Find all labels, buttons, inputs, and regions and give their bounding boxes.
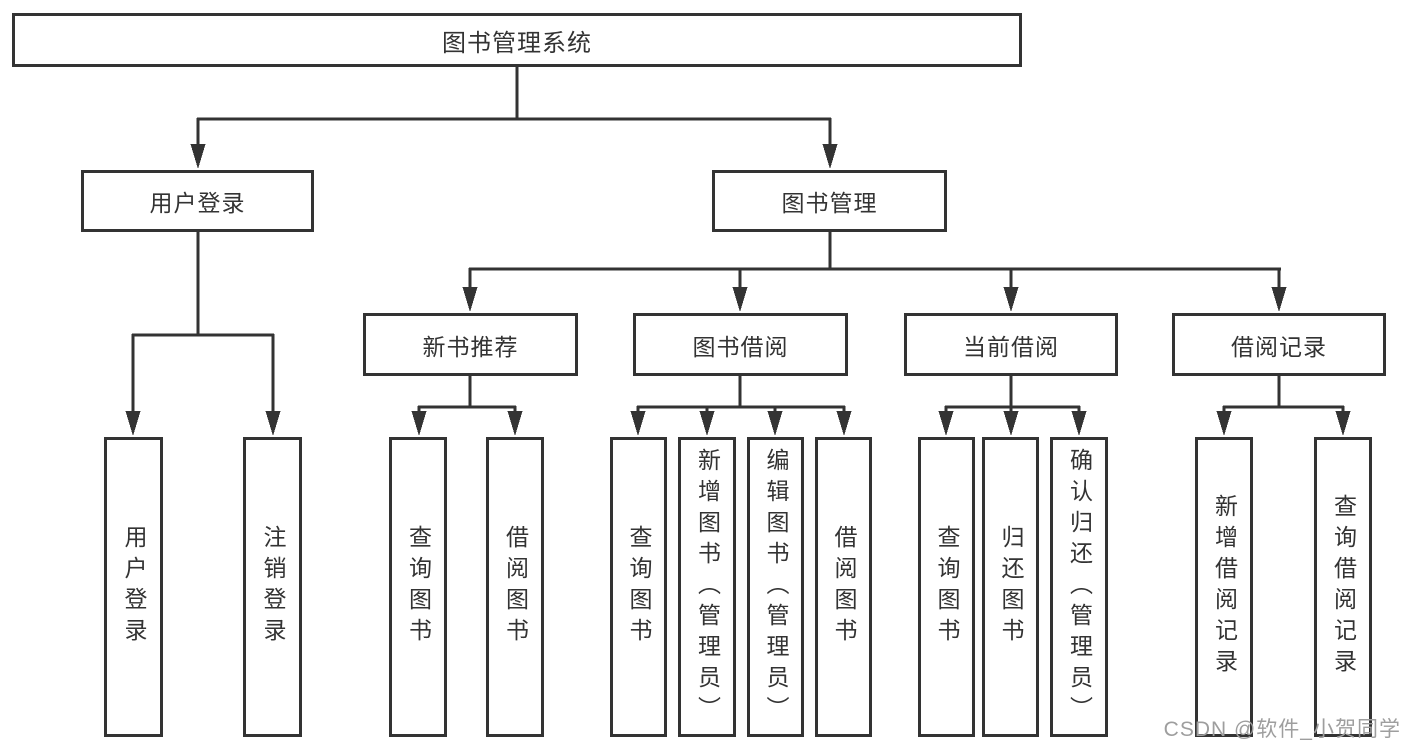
node-leaf-cb-confirm-return-admin: 确认归还（管理员） [1050,437,1108,737]
node-leaf-bb-add-books-admin: 新增图书（管理员） [678,437,736,737]
connector-borrow-records-to-leaves [1216,376,1351,436]
connector-new-book-recommend-to-leaves [411,376,523,436]
node-borrow-records: 借阅记录 [1172,313,1386,376]
node-leaf-bb-edit-books-admin: 编辑图书（管理员） [747,437,804,737]
connector-book-borrow-to-leaves [630,376,852,436]
node-current-borrow: 当前借阅 [904,313,1118,376]
node-root: 图书管理系统 [12,13,1022,67]
node-user-login: 用户登录 [81,170,314,232]
node-leaf-logout: 注销登录 [243,437,302,737]
connector-user-login-to-leaves [125,232,281,436]
node-leaf-cb-query-books: 查询图书 [918,437,975,737]
node-leaf-bb-query-books: 查询图书 [610,437,667,737]
node-leaf-bb-borrow-books: 借阅图书 [815,437,872,737]
node-leaf-br-add-record: 新增借阅记录 [1195,437,1253,737]
connector-current-borrow-to-leaves [938,376,1087,436]
node-book-management: 图书管理 [712,170,947,232]
node-leaf-nbr-borrow-books: 借阅图书 [486,437,544,737]
connector-book-management-to-level3 [462,232,1287,312]
watermark-text: CSDN @软件_小贺同学 [1163,718,1401,741]
node-leaf-user-login: 用户登录 [104,437,163,737]
node-leaf-cb-return-books: 归还图书 [982,437,1039,737]
connector-root-to-level2 [190,67,838,169]
node-book-borrow: 图书借阅 [633,313,848,376]
node-leaf-br-query-record: 查询借阅记录 [1314,437,1372,737]
node-leaf-nbr-query-books: 查询图书 [389,437,447,737]
node-new-book-recommend: 新书推荐 [363,313,578,376]
